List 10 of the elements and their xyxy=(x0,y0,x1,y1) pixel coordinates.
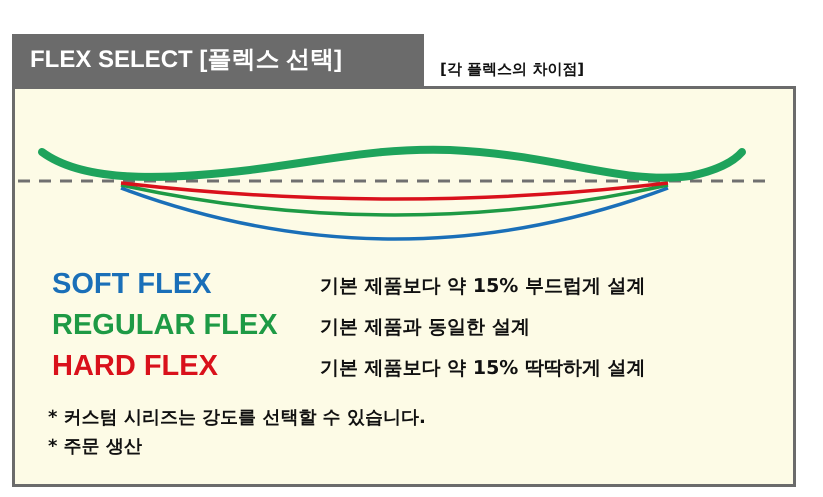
flex-name: REGULAR FLEX xyxy=(52,309,278,342)
note: * 주문 생산 xyxy=(48,435,142,458)
subtitle: [각 플렉스의 차이점] xyxy=(440,60,584,79)
flex-name: SOFT FLEX xyxy=(52,268,212,301)
flex-name: HARD FLEX xyxy=(52,350,218,383)
flex-description: 기본 제품보다 약 15% 부드럽게 설계 xyxy=(320,274,646,299)
title: FLEX SELECT [플렉스 선택] xyxy=(12,34,424,86)
note: * 커스텀 시리즈는 강도를 선택할 수 있습니다. xyxy=(48,406,426,429)
flex-description: 기본 제품보다 약 15% 딱딱하게 설계 xyxy=(320,356,646,381)
flex-description: 기본 제품과 동일한 설계 xyxy=(320,315,530,340)
